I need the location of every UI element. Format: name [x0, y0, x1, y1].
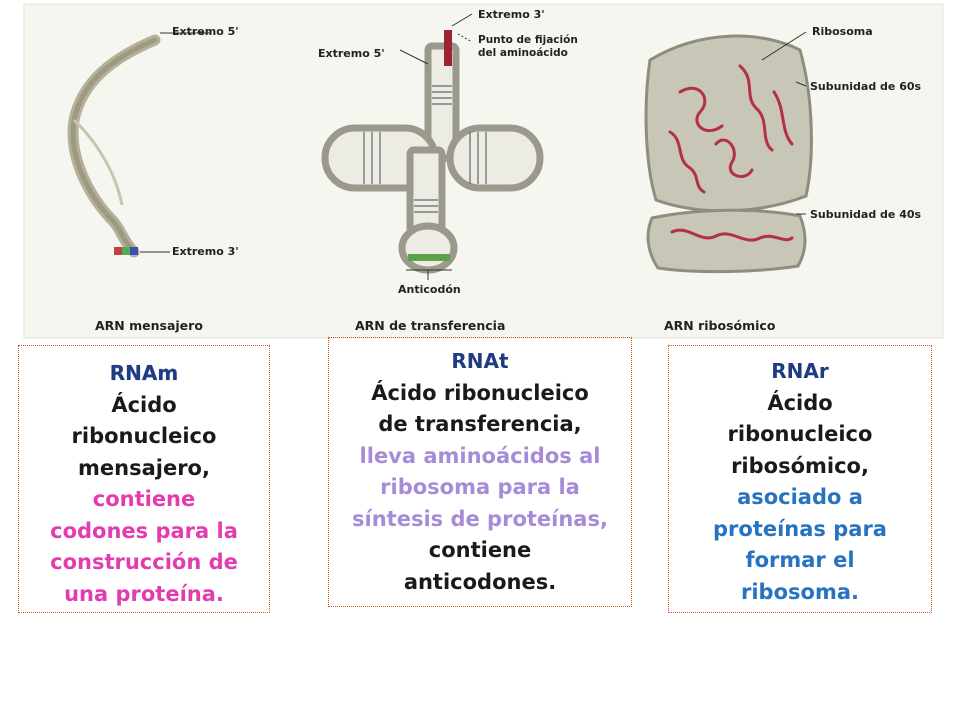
- label-subunit-60s: Subunidad de 60s: [810, 80, 922, 93]
- label-trna-anticodon: Anticodón: [398, 283, 461, 296]
- label-ribosome: Ribosoma: [812, 25, 873, 38]
- rnat-highlight-line: lleva aminoácidos al: [359, 443, 601, 468]
- trna-anticodon-bases: [408, 254, 450, 261]
- rnat-line: contiene: [428, 538, 532, 562]
- label-trna-binding-site-2: del aminoácido: [478, 47, 568, 59]
- rnar-highlight-line: proteínas para: [713, 516, 887, 541]
- label-subunit-40s: Subunidad de 40s: [810, 208, 922, 221]
- rrna-strands: [668, 64, 794, 242]
- trna-acceptor-end: [444, 30, 452, 66]
- label-trna-3-end: Extremo 3': [478, 8, 545, 21]
- rnam-highlight-line: una proteína.: [64, 581, 224, 606]
- rnam-line: ribonucleico: [71, 424, 217, 448]
- label-trna-5-end: Extremo 5': [318, 47, 385, 60]
- ribosome-large-subunit: [644, 34, 813, 213]
- rnam-line: mensajero,: [78, 455, 210, 480]
- ribosome-small-subunit: [646, 208, 807, 274]
- rnam-highlight-line: contiene: [92, 487, 196, 511]
- rnar-line: ribosómico,: [731, 453, 869, 478]
- rnar-highlight-line: asociado a: [737, 485, 863, 509]
- rnam-description-box: RNAm Ácido ribonucleico mensajero, conti…: [18, 345, 270, 613]
- rnat-highlight-line: síntesis de proteínas,: [352, 506, 608, 531]
- rnam-highlight-line: construcción de: [50, 550, 238, 574]
- rnat-title: RNAt: [451, 349, 509, 373]
- rnam-highlight-line: codones para la: [50, 518, 238, 543]
- rnar-title: RNAr: [771, 359, 829, 383]
- trna-base-pairs: [363, 85, 487, 213]
- label-mrna-3-end: Extremo 3': [172, 245, 239, 258]
- rnat-description-box: RNAt Ácido ribonucleico de transferencia…: [328, 337, 632, 607]
- rnar-description-box: RNAr Ácido ribonucleico ribosómico, asoc…: [668, 345, 932, 613]
- rnar-line: Ácido: [767, 390, 833, 415]
- label-mrna-5-end: Extremo 5': [172, 25, 239, 38]
- rnar-line: ribonucleico: [727, 422, 873, 446]
- rnat-highlight-line: ribosoma para la: [380, 475, 580, 499]
- caption-trna: ARN de transferencia: [355, 318, 505, 333]
- rnam-title: RNAm: [109, 361, 179, 385]
- rnat-line: de transferencia,: [378, 412, 582, 436]
- caption-rrna: ARN ribosómico: [664, 318, 776, 333]
- rna-types-illustration: Extremo 5' Extremo 3' Extremo 3' Extremo…: [23, 3, 944, 339]
- rnat-line: Ácido ribonucleico: [371, 380, 589, 405]
- mrna-ribbon: [67, 34, 161, 258]
- caption-mrna: ARN mensajero: [95, 318, 203, 333]
- rnar-highlight-line: formar el: [745, 548, 855, 572]
- rnat-line: anticodones.: [403, 569, 557, 594]
- label-trna-binding-site-1: Punto de fijación: [478, 34, 578, 46]
- rnam-line: Ácido: [111, 392, 177, 417]
- rnar-highlight-line: ribosoma.: [741, 579, 859, 604]
